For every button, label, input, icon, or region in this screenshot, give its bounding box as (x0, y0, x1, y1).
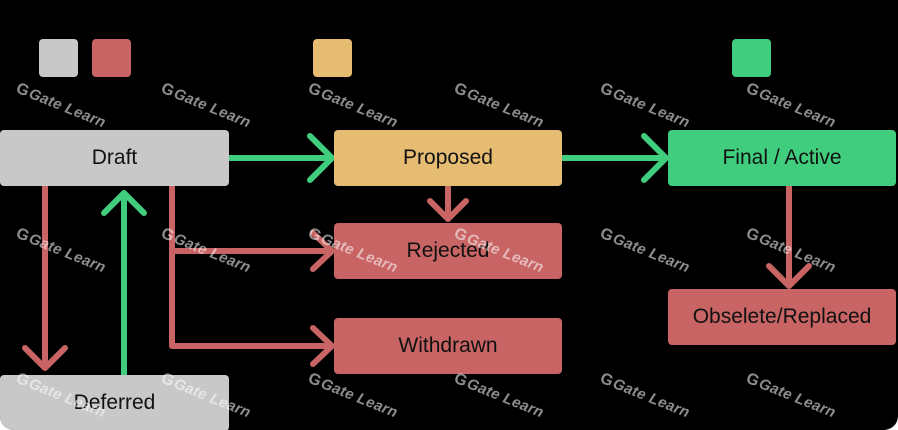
node-proposed: Proposed (334, 130, 562, 186)
node-deferred: Deferred (0, 375, 229, 430)
node-final-active: Final / Active (668, 130, 896, 186)
edge-draft-to-rejected (169, 184, 335, 272)
node-rejected: Rejected (334, 223, 562, 279)
edge-final-to-obsolete (766, 184, 812, 289)
node-final-active-label: Final / Active (722, 146, 842, 169)
node-rejected-label: Rejected (406, 239, 490, 262)
legend-swatch-grey (39, 39, 78, 77)
edge-proposed-to-rejected (427, 184, 469, 222)
node-deferred-label: Deferred (73, 391, 156, 414)
edge-draft-to-withdrawn (169, 248, 335, 367)
edge-draft-to-proposed (227, 133, 335, 183)
edge-draft-to-deferred (22, 184, 68, 371)
node-obsolete-replaced-label: Obselete/Replaced (692, 305, 872, 328)
node-obsolete-replaced: Obselete/Replaced (668, 289, 896, 345)
legend-swatch-yellow (313, 39, 352, 77)
edge-proposed-to-final (560, 133, 669, 183)
node-draft-label: Draft (91, 146, 138, 169)
node-proposed-label: Proposed (403, 146, 493, 169)
legend-swatch-green (732, 39, 771, 77)
legend-swatch-red (92, 39, 131, 77)
node-withdrawn: Withdrawn (334, 318, 562, 374)
node-withdrawn-label: Withdrawn (398, 334, 498, 357)
edge-deferred-to-draft (101, 190, 147, 377)
node-draft: Draft (0, 130, 229, 186)
